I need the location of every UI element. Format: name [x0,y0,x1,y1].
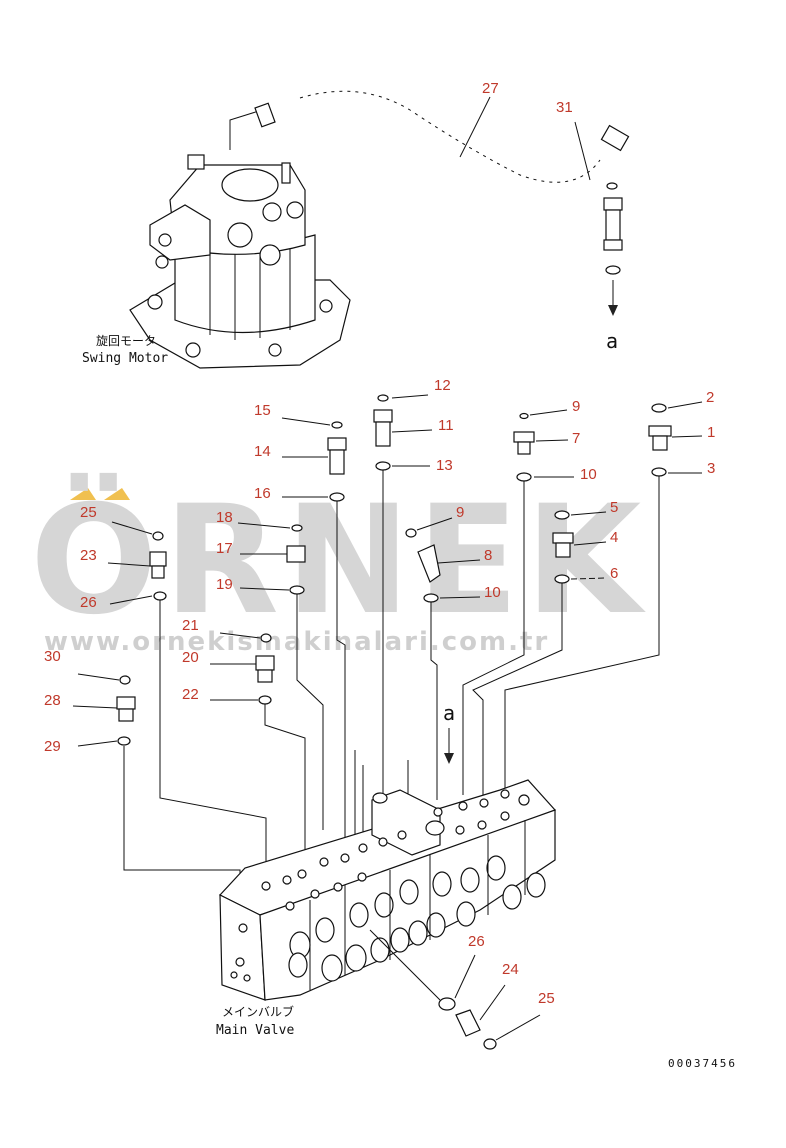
callout-27: 27 [482,80,499,97]
main-valve-drawing: メインバルブ Main Valve [216,779,557,1038]
callout-9-mid: 9 [456,504,464,521]
callout-23: 23 [80,547,97,564]
arrow-down-top [608,305,618,316]
main-valve-label-jp: メインバルブ [222,1004,294,1019]
callout-26-left: 26 [80,594,97,611]
swing-motor-label-en: Swing Motor [82,351,168,366]
callout-28: 28 [44,692,61,709]
callout-26-bottom: 26 [468,933,485,950]
callout-11: 11 [438,417,454,434]
callout-19: 19 [216,576,233,593]
callout-16: 16 [254,485,271,502]
routing-lines: a [123,470,660,880]
fittings-middle: 25 23 26 18 17 19 9 8 10 5 4 [80,499,618,611]
document-number: 00037456 [668,1057,737,1070]
arrow-label-a-bottom: a [443,701,455,725]
callout-21: 21 [182,617,199,634]
callout-24: 24 [502,961,519,978]
callout-20: 20 [182,649,199,666]
callout-8: 8 [484,547,492,564]
swing-motor-drawing: 旋回モータ Swing Motor [82,154,351,369]
callout-6: 6 [610,565,618,582]
callout-30: 30 [44,648,61,665]
arrow-label-a-top: a [606,329,618,353]
callout-4: 4 [610,529,618,546]
callout-13: 13 [436,457,453,474]
watermark-accent-right [104,488,130,500]
fittings-lower: 21 20 22 30 28 29 [44,617,275,755]
watermark-accent-left [70,488,96,500]
callout-31: 31 [556,99,573,116]
callout-10-mid: 10 [484,584,501,601]
callout-17: 17 [216,540,233,557]
callout-14: 14 [254,443,271,460]
callout-25-bottom: 25 [538,990,555,1007]
callout-9-top: 9 [572,398,580,415]
swing-motor-label-jp: 旋回モータ [96,334,156,348]
hose-assembly: a 27 31 [229,80,630,353]
callout-10-top: 10 [580,466,597,483]
callout-7: 7 [572,430,580,447]
callout-5: 5 [610,499,618,516]
main-valve-label-en: Main Valve [216,1023,294,1038]
arrow-down-bottom [444,753,454,764]
callout-15: 15 [254,402,271,419]
callout-2: 2 [706,389,714,406]
callout-25-left: 25 [80,504,97,521]
callout-12: 12 [434,377,451,394]
watermark-url: www.ornekismakinalari.com.tr [44,627,549,657]
fittings-upper: 12 11 13 15 14 16 9 7 10 2 [254,377,715,502]
callout-1: 1 [707,424,715,441]
fittings-bottom: 26 24 25 [369,929,555,1050]
callout-29: 29 [44,738,61,755]
callout-18: 18 [216,509,233,526]
callout-3: 3 [707,460,715,477]
callout-22: 22 [182,686,199,703]
